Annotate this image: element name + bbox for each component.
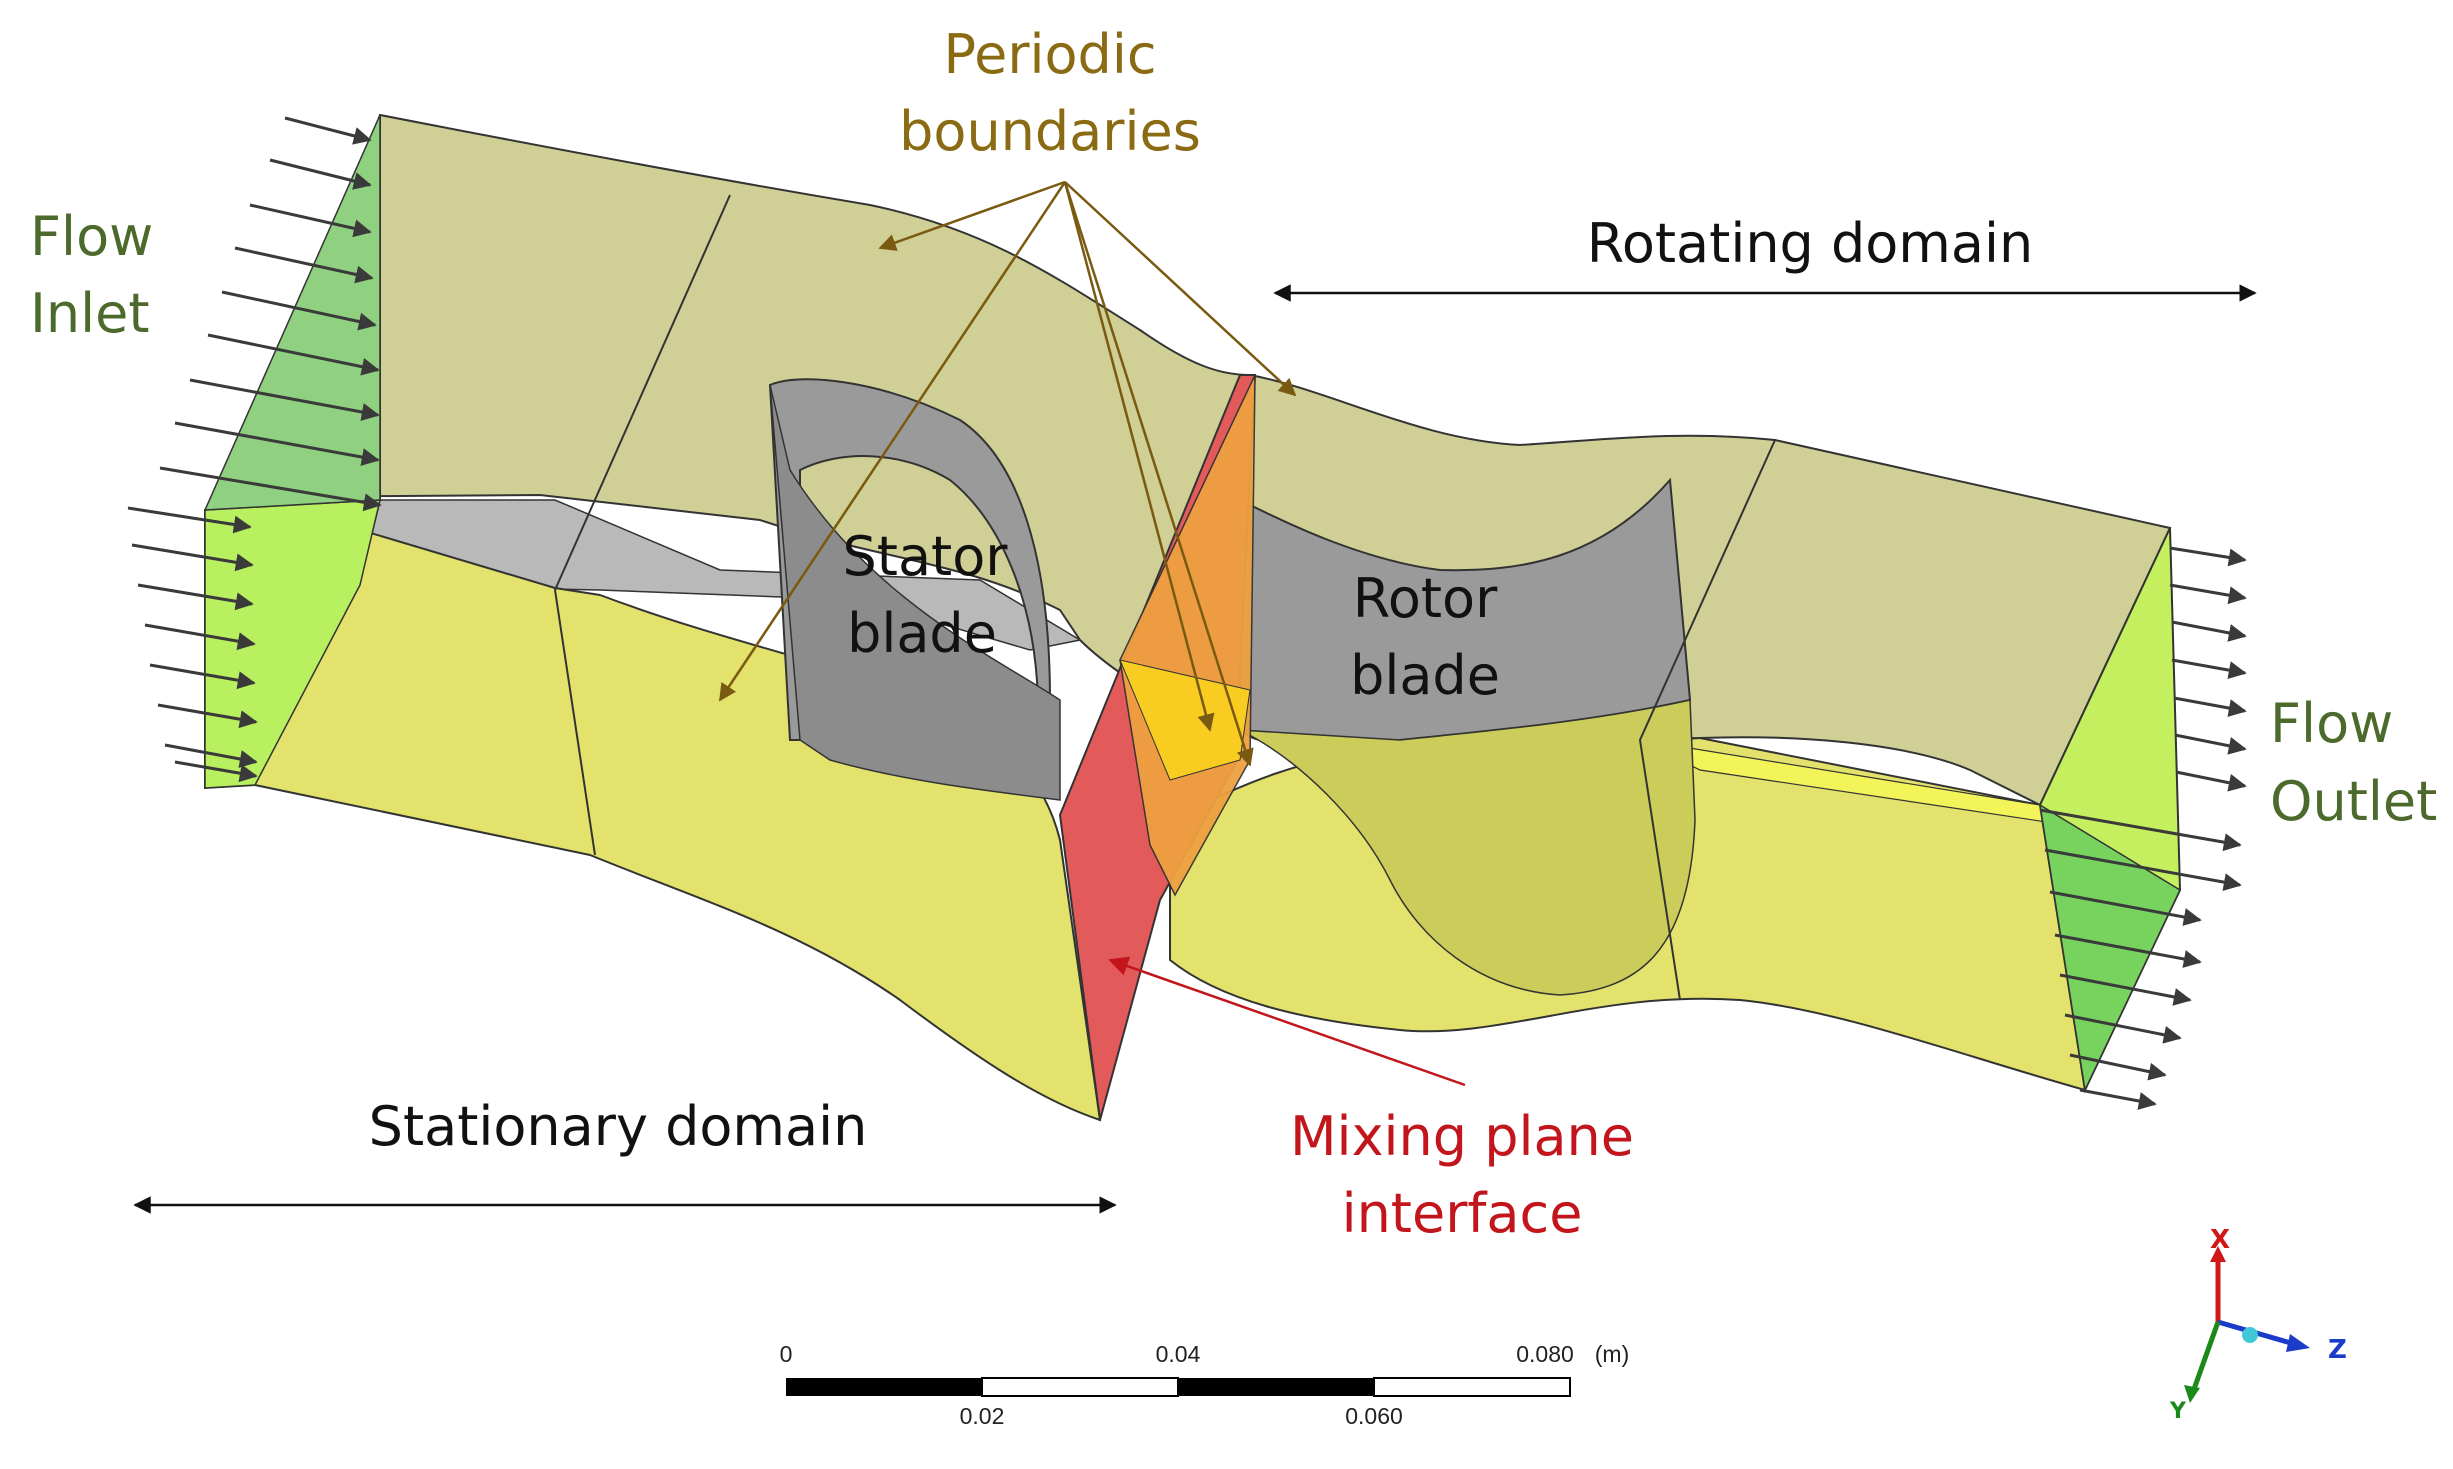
triad-origin — [2242, 1327, 2258, 1343]
inlet-face-upper — [203, 114, 381, 511]
rotor-split-line — [1638, 439, 1776, 1001]
inlet-flow-arrows — [127, 116, 382, 783]
rotor-blade-label-line1: Rotor — [1353, 567, 1498, 630]
mixing-plane-label-line2: interface — [1342, 1182, 1583, 1245]
computational-domain — [203, 113, 2182, 1122]
scale-tick-0080: 0.080 — [1516, 1341, 1574, 1367]
axis-triad-icon: X Z Y — [2169, 1225, 2347, 1424]
stator-blade-face — [769, 384, 1061, 801]
x-axis-label: X — [2210, 1225, 2230, 1255]
rotor-blade-label-line2: blade — [1350, 644, 1500, 707]
scale-segment-1 — [786, 1378, 982, 1396]
rotating-domain-label: Rotating domain — [1587, 212, 2033, 275]
stator-blade-label-line2: blade — [847, 602, 997, 665]
scale-segment-3 — [1178, 1378, 1374, 1396]
flow-outlet-label-line1: Flow — [2270, 692, 2393, 755]
stator-blade-label-line1: Stator — [843, 525, 1009, 588]
stationary-domain-label: Stationary domain — [369, 1095, 868, 1158]
periodic-boundaries-label-line2: boundaries — [899, 100, 1201, 163]
z-axis-arrow — [2217, 1319, 2299, 1348]
stationary-split-line — [553, 194, 731, 856]
scale-tick-0060: 0.060 — [1345, 1403, 1403, 1429]
scale-tick-002: 0.02 — [960, 1403, 1005, 1429]
mixing-plane-pointer — [1108, 956, 1466, 1087]
scale-unit: (m) — [1595, 1341, 1629, 1367]
flow-inlet-label-line2: Inlet — [30, 282, 150, 345]
outlet-flow-arrows — [2039, 546, 2247, 1110]
scale-segment-2 — [981, 1377, 1179, 1397]
periodic-boundaries-label-line1: Periodic — [943, 23, 1156, 86]
scale-tick-0: 0 — [780, 1341, 793, 1367]
y-axis-arrow — [2190, 1321, 2221, 1393]
flow-outlet-label-line2: Outlet — [2270, 770, 2437, 833]
flow-inlet-label-line1: Flow — [30, 205, 153, 268]
mixing-plane-label-line1: Mixing plane — [1290, 1105, 1634, 1168]
periodic-boundary-pointers — [718, 180, 1297, 767]
y-axis-label: Y — [2169, 1399, 2187, 1424]
scale-tick-004: 0.04 — [1156, 1341, 1201, 1367]
z-axis-label: Z — [2328, 1335, 2347, 1365]
scale-bar: 0 0.04 0.080 (m) 0.02 0.060 — [780, 1341, 1630, 1429]
scale-segment-4 — [1373, 1377, 1571, 1397]
rotor-blade-shadow — [1239, 699, 1696, 996]
